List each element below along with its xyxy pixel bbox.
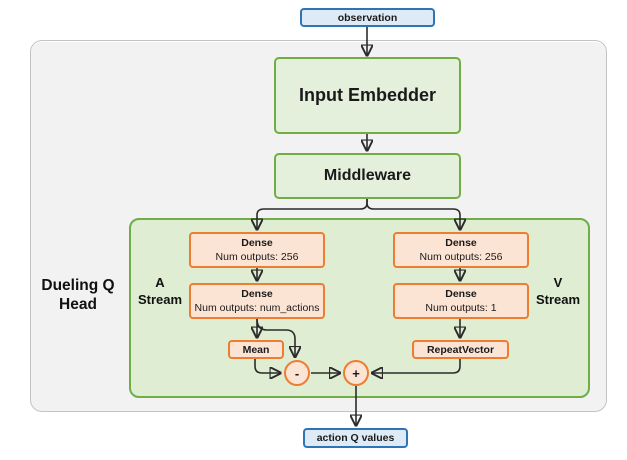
observation-box: observation	[300, 8, 435, 27]
add-op-label: +	[352, 365, 360, 381]
v-stream-label-line1: V	[553, 275, 563, 290]
repeat-vector-label: RepeatVector	[426, 343, 495, 356]
dueling-q-head-label: Dueling Q Head	[27, 276, 129, 314]
dense-v1-box: Dense Num outputs: 256	[393, 232, 529, 268]
observation-label: observation	[337, 11, 398, 24]
input-embedder-label: Input Embedder	[298, 85, 436, 105]
subtract-op-label: -	[294, 365, 300, 381]
v-stream-label: V Stream	[526, 274, 590, 308]
repeat-vector-box: RepeatVector	[412, 340, 509, 359]
dense-a2-box: Dense Num outputs: num_actions	[189, 283, 325, 319]
a-stream-label-line2: Stream	[137, 292, 183, 307]
subtract-op-circle: -	[284, 360, 310, 386]
middleware-box: Middleware	[274, 153, 461, 199]
dense-a1-box: Dense Num outputs: 256	[189, 232, 325, 268]
dense-a1-title: Dense	[241, 237, 273, 249]
dense-a2-title: Dense	[241, 288, 273, 300]
mean-label: Mean	[242, 343, 270, 356]
add-op-circle: +	[343, 360, 369, 386]
dense-v1-title: Dense	[445, 237, 477, 249]
dueling-q-head-label-line1: Dueling Q	[41, 277, 115, 294]
dense-v2-title: Dense	[445, 288, 477, 300]
dense-a1-subtitle: Num outputs: 256	[215, 251, 299, 263]
dense-v1-subtitle: Num outputs: 256	[419, 251, 503, 263]
action-q-values-box: action Q values	[303, 428, 408, 448]
dense-v2-subtitle: Num outputs: 1	[425, 302, 497, 314]
a-stream-label: A Stream	[129, 274, 191, 308]
v-stream-label-line2: Stream	[535, 292, 581, 307]
action-q-values-label: action Q values	[316, 432, 395, 444]
middleware-label: Middleware	[323, 167, 412, 184]
mean-box: Mean	[228, 340, 284, 359]
dueling-q-head-label-line2: Head	[59, 296, 97, 313]
dense-v2-box: Dense Num outputs: 1	[393, 283, 529, 319]
dense-a2-subtitle: Num outputs: num_actions	[194, 302, 320, 314]
input-embedder-box: Input Embedder	[274, 57, 461, 134]
a-stream-label-line1: A	[155, 275, 165, 290]
